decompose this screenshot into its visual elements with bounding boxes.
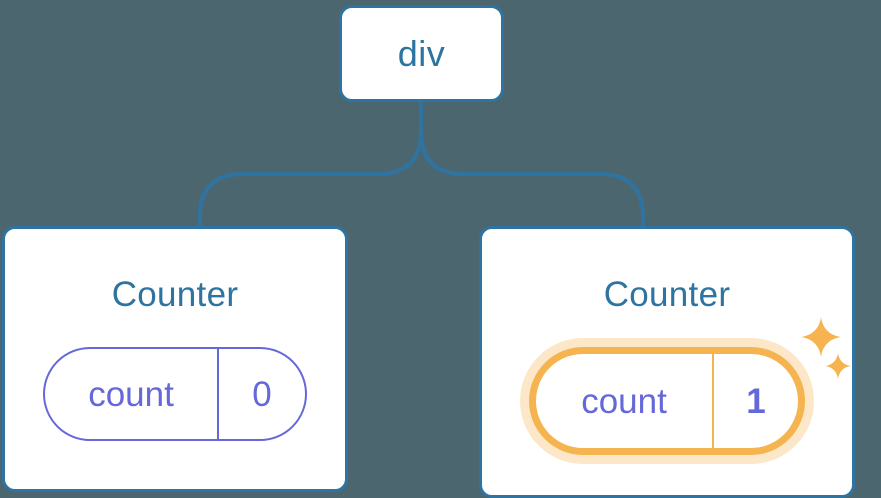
component-title: Counter xyxy=(603,275,731,314)
state-value-label: 0 xyxy=(252,374,272,414)
sparkle-large-icon xyxy=(801,317,841,357)
state-key-label: count xyxy=(45,349,219,439)
state-value-label: 1 xyxy=(746,381,766,421)
state-pill-wrapper: count 0 xyxy=(43,347,307,441)
state-pill-highlighted[interactable]: count 1 xyxy=(529,347,805,455)
state-pill-wrapper: count 1 xyxy=(529,317,851,455)
state-pill[interactable]: count 0 xyxy=(43,347,307,441)
connector-branch-right xyxy=(419,99,645,230)
root-node-div[interactable]: div xyxy=(339,5,504,102)
component-title: Counter xyxy=(111,275,239,314)
sparkle-small-icon xyxy=(825,353,851,379)
connector-branch-left xyxy=(198,99,423,230)
component-card-counter-left[interactable]: Counter count 0 xyxy=(2,226,348,492)
root-node-label: div xyxy=(397,32,446,74)
state-key-label: count xyxy=(536,354,714,448)
component-card-counter-right[interactable]: Counter count 1 xyxy=(479,226,855,498)
